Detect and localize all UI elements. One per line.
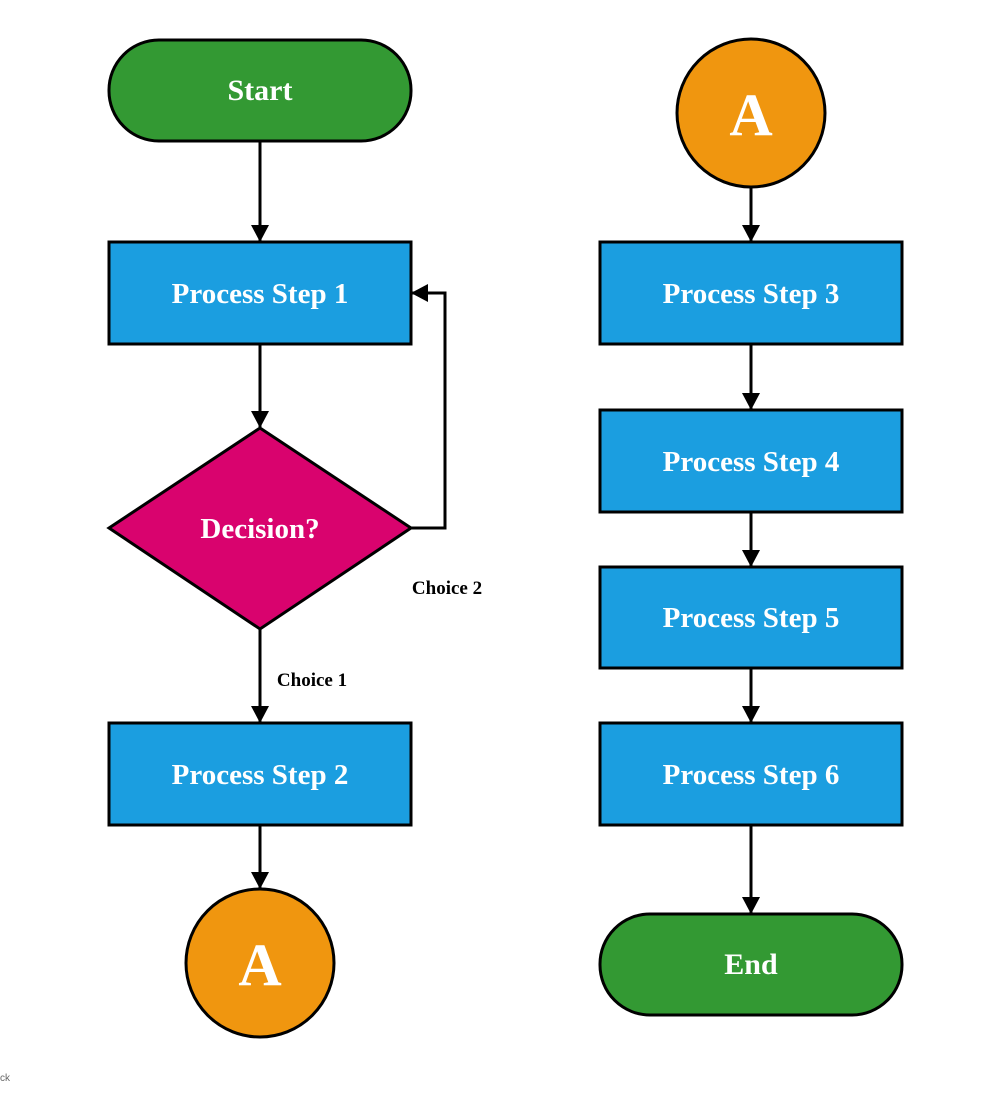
process-step-5: Process Step 5 (598, 565, 904, 670)
process-step-1: Process Step 1 (107, 240, 413, 346)
end-terminal: End (598, 912, 904, 1017)
decision-label: Decision? (200, 513, 319, 545)
off-page-connector-in: A (675, 37, 827, 189)
off-page-connector-out: A (184, 887, 336, 1039)
corner-text: ck (0, 1073, 11, 1084)
choice-1-label: Choice 1 (277, 670, 347, 691)
process-step-4-label: Process Step 4 (663, 446, 840, 478)
edge-decision-to-step1-loop (411, 284, 447, 530)
process-step-2: Process Step 2 (107, 721, 413, 827)
choice-2-label: Choice 2 (412, 578, 482, 599)
end-label: End (724, 948, 778, 981)
start-label: Start (228, 74, 293, 107)
process-step-5-label: Process Step 5 (663, 602, 840, 634)
process-step-2-label: Process Step 2 (172, 759, 349, 791)
process-step-4: Process Step 4 (598, 408, 904, 514)
process-step-1-label: Process Step 1 (172, 278, 349, 310)
decision-diamond: Decision? (106, 426, 414, 631)
process-step-3: Process Step 3 (598, 240, 904, 346)
process-step-3-label: Process Step 3 (663, 278, 840, 310)
process-step-6-label: Process Step 6 (663, 759, 840, 791)
connector-in-label: A (729, 82, 772, 148)
connector-out-label: A (238, 932, 281, 998)
process-step-6: Process Step 6 (598, 721, 904, 827)
start-terminal: Start (107, 38, 413, 143)
